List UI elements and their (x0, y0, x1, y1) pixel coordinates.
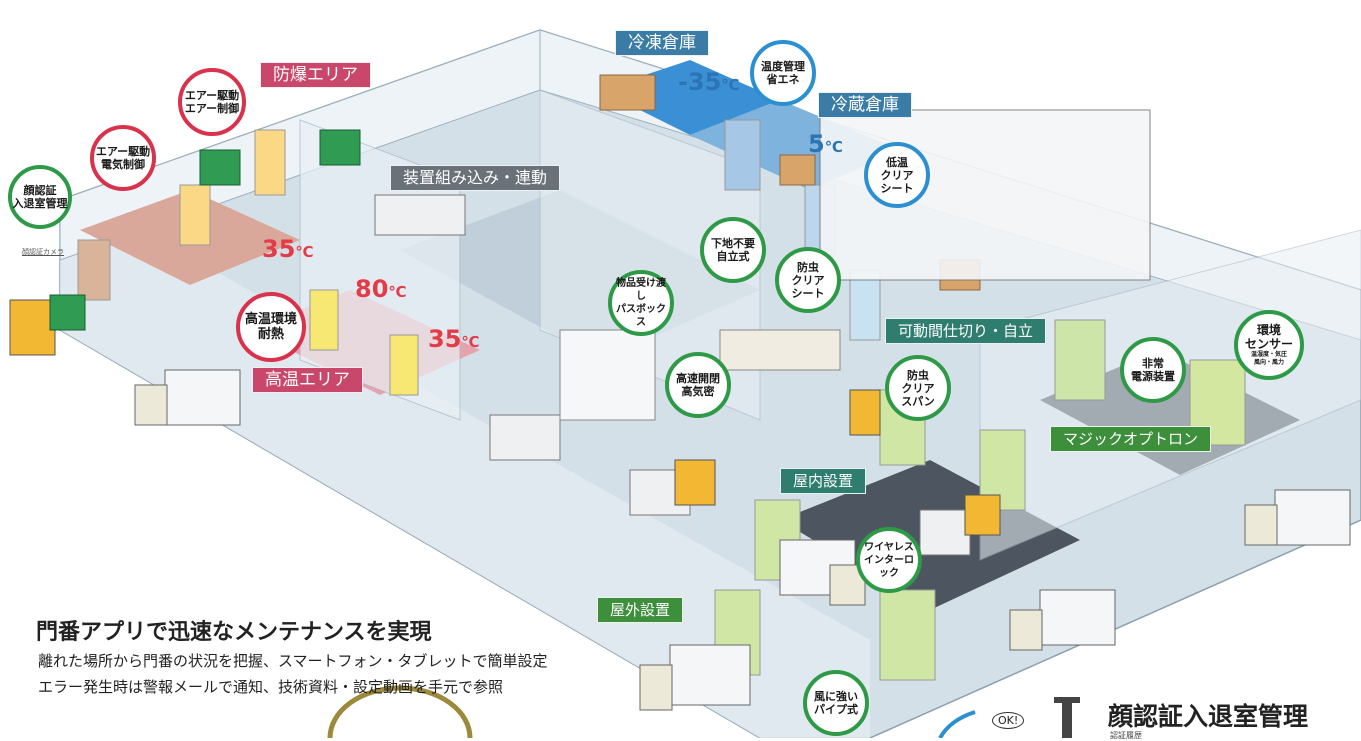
passbox-unit (559, 329, 656, 421)
high-temp-c: 35℃ (428, 325, 480, 353)
shutter-door (879, 589, 936, 681)
badge-insect-span: 防虫 クリア スパン (885, 355, 951, 421)
badge-low-temp-sheet: 低温 クリア シート (864, 142, 930, 208)
forklift (964, 494, 1001, 536)
face-auth-subtitle: 認証履歴 (1110, 731, 1142, 740)
chemical-drums (199, 149, 241, 186)
badge-env-sensor: 環境 センサー 温湿度・気圧 風向・風力 (1234, 310, 1304, 380)
camera-icon (1054, 697, 1080, 703)
env-sensor-title: 環境 センサー (1244, 323, 1293, 351)
chemical-drums (49, 294, 86, 331)
temperature-unit: ℃ (824, 138, 843, 156)
badge-high-speed: 高速開閉 高気密 (665, 352, 731, 418)
shutter-door (389, 334, 419, 396)
promo-line-2: エラー発生時は警報メールで通知、技術資料・設定動画を手元で参照 (38, 678, 504, 696)
env-sensor-detail: 温湿度・気圧 風向・風力 (1250, 351, 1287, 366)
temperature-unit: ℃ (388, 283, 407, 301)
conveyor (719, 329, 841, 371)
truck (779, 539, 866, 606)
ok-bubble: OK! (992, 712, 1025, 729)
badge-temp-energy: 温度管理 省エネ (750, 40, 816, 106)
zone-label-magic-optron: マジックオプトロン (1050, 426, 1212, 452)
freezer-temperature: -35℃ (678, 68, 740, 96)
phone-screen-icon (938, 710, 976, 738)
shutter-door (309, 289, 339, 351)
truck (134, 369, 241, 426)
badge-emergency-power: 非常 電源装置 (1120, 337, 1186, 403)
temperature-unit: ℃ (721, 76, 740, 94)
truck (819, 109, 1151, 281)
shutter-door (179, 184, 211, 246)
refrigerated-temperature: 5℃ (808, 130, 843, 158)
zone-label-refrigerated: 冷蔵倉庫 (818, 92, 912, 118)
high-temp-a: 35℃ (262, 235, 314, 263)
truck (1244, 489, 1351, 546)
badge-no-base: 下地不要 自立式 (700, 217, 766, 283)
zone-label-explosion-proof: 防爆エリア (260, 62, 371, 88)
badge-air-electric: エアー駆動 電気制御 (90, 125, 156, 191)
cargo-boxes (374, 194, 466, 236)
zone-label-indoor: 屋内設置 (780, 468, 867, 494)
forklift (674, 459, 716, 506)
zone-label-freezer: 冷凍倉庫 (615, 30, 709, 56)
forklift (849, 389, 881, 436)
truck (1009, 589, 1116, 651)
badge-face-auth: 顔認証 入退室管理 (8, 165, 72, 229)
zone-label-assembly: 装置組み込み・連動 (390, 165, 561, 191)
temperature-unit: ℃ (461, 333, 480, 351)
badge-wireless: ワイヤレス インターロック (856, 527, 922, 593)
forklift (9, 299, 56, 356)
cargo-boxes (489, 414, 561, 461)
cargo-boxes (919, 509, 971, 556)
badge-insect-sheet: 防虫 クリア シート (775, 247, 841, 313)
temperature-unit: ℃ (295, 243, 314, 261)
promo-line-1: 離れた場所から門番の状況を把握、スマートフォン・タブレットで簡単設定 (38, 652, 548, 670)
promo-title: 門番アプリで迅速なメンテナンスを実現 (36, 620, 432, 645)
chemical-drums (319, 129, 361, 166)
zone-label-outdoor: 屋外設置 (597, 597, 684, 623)
high-temp-b: 80℃ (355, 275, 407, 303)
face-auth-title: 顔認証入退室管理 (1108, 702, 1309, 731)
camera-icon (1062, 697, 1072, 738)
camera-note: 顔認証カメラ (22, 248, 64, 256)
temperature-value: -35 (678, 68, 722, 96)
badge-heat-resistant: 高温環境 耐熱 (236, 292, 306, 362)
shutter-door (849, 269, 881, 341)
badge-passbox: 物品受け渡し パスボックス (608, 270, 674, 336)
temperature-value: 80 (355, 275, 389, 303)
badge-air-air: エアー駆動 エアー制御 (178, 68, 246, 136)
shutter-door (1054, 319, 1106, 401)
temperature-value: 35 (262, 235, 296, 263)
app-logo-ring (327, 685, 473, 738)
zone-label-movable-partition: 可動間仕切り・自立 (885, 318, 1047, 344)
truck (639, 644, 751, 711)
temperature-value: 5 (808, 130, 825, 158)
zone-label-high-temp: 高温エリア (252, 367, 363, 393)
shutter-door (254, 129, 286, 196)
cargo-boxes (599, 74, 656, 111)
badge-wind-resistant: 風に強い パイプ式 (803, 670, 869, 736)
temperature-value: 35 (428, 325, 462, 353)
shutter-door (724, 119, 761, 191)
shutter-door (77, 239, 111, 301)
cargo-boxes (779, 154, 816, 186)
